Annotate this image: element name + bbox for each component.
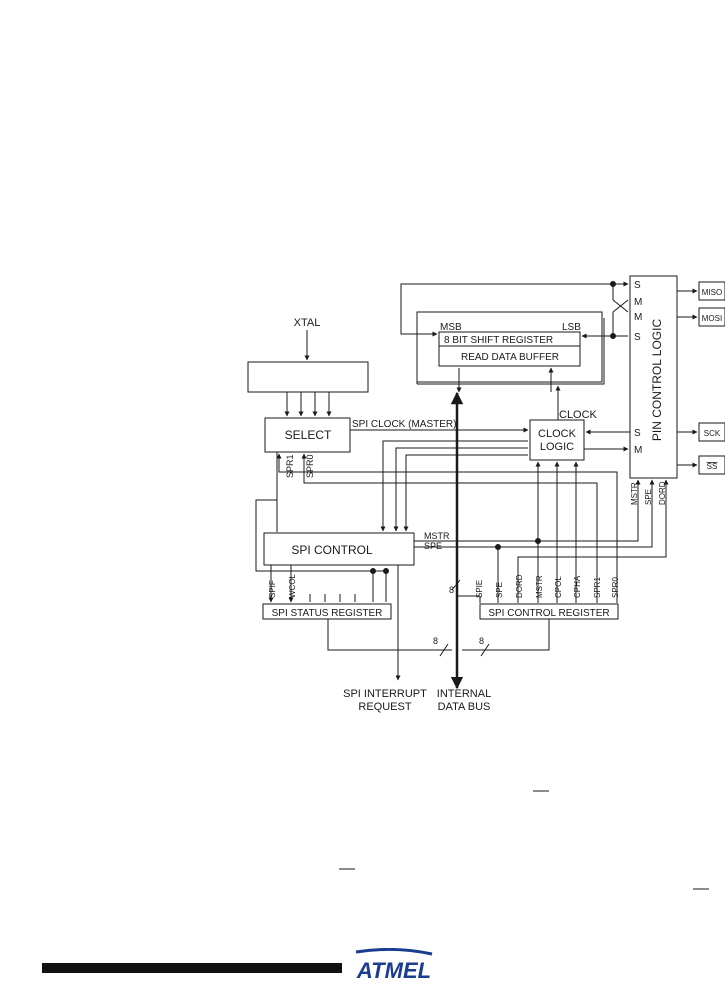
sck-pin <box>698 422 725 442</box>
mstr-signal-label: MSTR <box>424 531 450 541</box>
status-bit-wcol: WCOL <box>288 573 297 598</box>
oscillator-block <box>247 361 369 393</box>
svg-text:ATMEL: ATMEL <box>356 958 431 983</box>
status-bit-spif: SPIF <box>268 580 277 598</box>
lsb-label: LSB <box>562 322 581 333</box>
spr0-feedback-label: SPR0 <box>305 454 315 478</box>
bus-width-left: 8 <box>433 636 438 646</box>
status-register-label: SPI STATUS REGISTER <box>272 608 383 619</box>
select-block <box>264 417 351 453</box>
port-s1: S <box>634 280 641 291</box>
clock-label: CLOCK <box>559 409 598 421</box>
control-bit-dord: DORD <box>515 574 524 598</box>
pin-ctrl-input-spe: SPE <box>644 489 653 505</box>
mosi-pin <box>698 307 725 327</box>
port-m1: M <box>634 297 642 308</box>
select-label: SELECT <box>285 428 332 442</box>
sck-label: SCK <box>704 429 721 438</box>
control-bit-spr0: SPR0 <box>611 577 620 598</box>
spi-control-block <box>263 532 415 566</box>
data-bus-label-1: INTERNAL <box>437 688 491 700</box>
control-bit-spie: SPIE <box>475 580 484 598</box>
control-bit-cpha: CPHA <box>573 575 582 598</box>
read-buffer-box <box>438 345 581 367</box>
control-bit-spe: SPE <box>495 582 504 598</box>
control-bit-spr1: SPR1 <box>593 577 602 598</box>
shift-register-label: 8 BIT SHIFT REGISTER <box>444 335 553 346</box>
pin-control-block <box>629 275 678 479</box>
bus-width-right: 8 <box>479 636 484 646</box>
port-m3: M <box>634 445 642 456</box>
pin-control-logic-label: PIN CONTROL LOGIC <box>650 319 664 442</box>
miso-label: MISO <box>702 288 722 297</box>
xtal-label: XTAL <box>294 317 321 329</box>
interrupt-label-2: REQUEST <box>358 701 411 713</box>
port-s2: S <box>634 332 641 343</box>
ss-label: SS <box>707 462 718 471</box>
status-register-block <box>262 603 392 620</box>
pin-ctrl-input-dord: DORD <box>658 481 667 505</box>
clock-logic-label-1: CLOCK <box>538 428 577 440</box>
pin-ctrl-input-mstr: MSTR <box>630 482 639 505</box>
atmel-logo: ATMEL <box>355 948 433 983</box>
clock-logic-label-2: LOGIC <box>540 441 574 453</box>
control-bit-cpol: CPOL <box>554 576 563 598</box>
footer-bar <box>42 963 342 973</box>
mosi-label: MOSI <box>702 314 722 323</box>
bus-width-upper: 8 <box>449 585 454 595</box>
miso-pin <box>698 281 725 301</box>
msb-label: MSB <box>440 322 462 333</box>
port-m2: M <box>634 312 642 323</box>
spr1-feedback-label: SPR1 <box>285 454 295 478</box>
control-register-label: SPI CONTROL REGISTER <box>488 608 609 619</box>
interrupt-label-1: SPI INTERRUPT <box>343 688 427 700</box>
control-bit-mstr: MSTR <box>535 575 544 598</box>
port-s3: S <box>634 428 641 439</box>
data-bus-label-2: DATA BUS <box>438 701 491 713</box>
spi-clock-master-label: SPI CLOCK (MASTER) <box>352 419 456 430</box>
spe-signal-label: SPE <box>424 541 442 551</box>
clock-logic-block <box>529 419 585 461</box>
read-data-buffer-label: READ DATA BUFFER <box>461 352 559 363</box>
spi-control-label: SPI CONTROL <box>291 543 373 557</box>
ss-pin <box>698 455 725 475</box>
